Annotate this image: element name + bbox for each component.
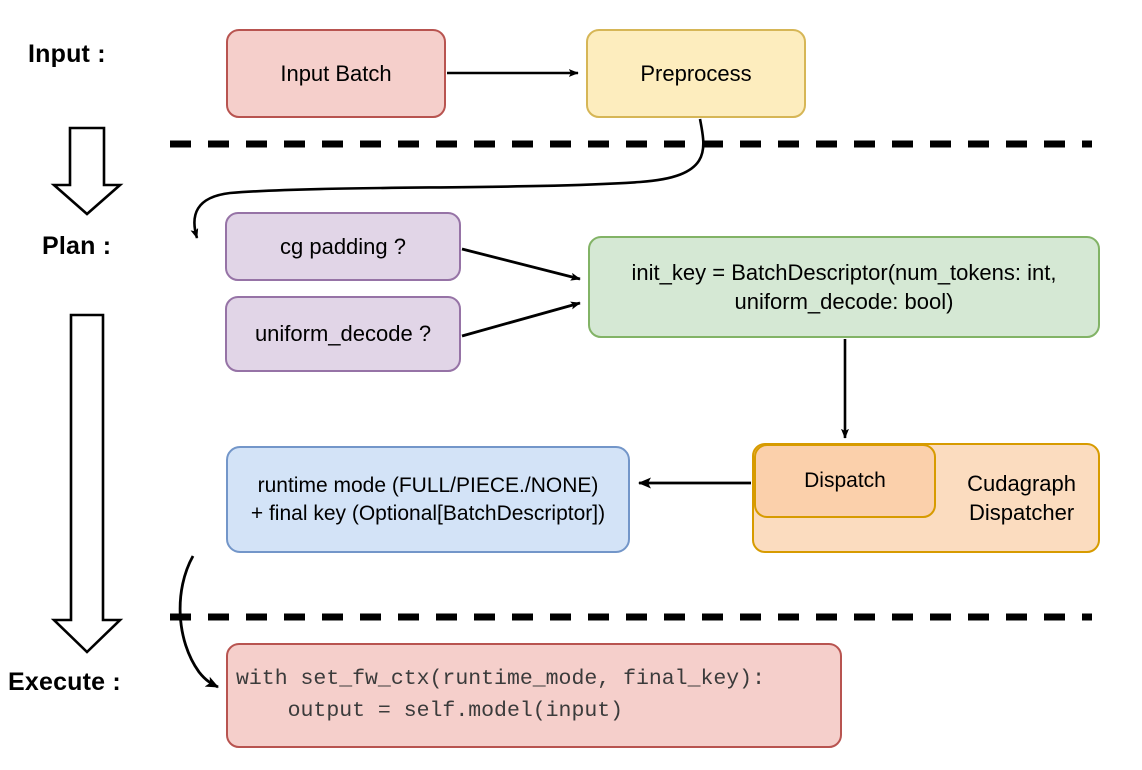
node-init-key[interactable]: init_key = BatchDescriptor(num_tokens: i… xyxy=(588,236,1100,338)
stage-label-execute: Execute : xyxy=(8,668,121,696)
node-preprocess[interactable]: Preprocess xyxy=(586,29,806,118)
node-dispatch[interactable]: Dispatch xyxy=(754,444,936,518)
edge-runtime-mode-to-code-block xyxy=(178,555,219,689)
node-cg-padding-label: cg padding ? xyxy=(280,233,406,259)
node-preprocess-label: Preprocess xyxy=(640,60,752,86)
node-dispatch-label: Dispatch xyxy=(804,469,886,493)
edge-cg-padding-to-init-key xyxy=(461,247,581,281)
flow-arrow-input-to-plan xyxy=(50,126,124,216)
node-uniform-decode[interactable]: uniform_decode ? xyxy=(225,296,461,372)
node-cg-padding[interactable]: cg padding ? xyxy=(225,212,461,281)
node-init-key-label: init_key = BatchDescriptor(num_tokens: i… xyxy=(631,259,1057,314)
node-cudagraph-dispatcher-label: Cudagraph Dispatcher xyxy=(967,470,1076,525)
node-code-block[interactable]: with set_fw_ctx(runtime_mode, final_key)… xyxy=(226,643,842,748)
stage-label-input: Input : xyxy=(28,40,106,68)
node-code-block-label: with set_fw_ctx(runtime_mode, final_key)… xyxy=(236,667,765,723)
stage-label-plan: Plan : xyxy=(42,232,112,260)
flow-arrow-plan-to-execute xyxy=(50,313,124,654)
node-uniform-decode-label: uniform_decode ? xyxy=(254,321,432,347)
node-runtime-mode[interactable]: runtime mode (FULL/PIECE./NONE) + final … xyxy=(226,446,630,553)
edge-uniform-decode-to-init-key xyxy=(461,301,581,338)
node-input-batch[interactable]: Input Batch xyxy=(226,29,446,118)
node-runtime-mode-label: runtime mode (FULL/PIECE./NONE) + final … xyxy=(250,473,606,525)
node-input-batch-label: Input Batch xyxy=(280,60,392,86)
